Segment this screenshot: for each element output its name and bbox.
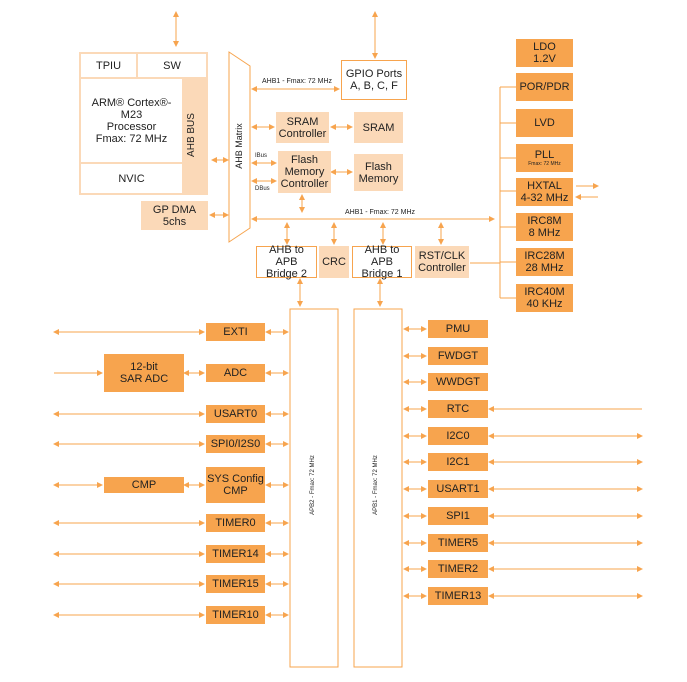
timer0-block: TIMER0 <box>206 514 265 532</box>
pll-title: PLL <box>534 149 555 161</box>
fwdgt-block: FWDGT <box>428 347 488 365</box>
dbus-label: DBus <box>255 186 270 192</box>
crc-block: CRC <box>319 246 349 278</box>
ahb-apb-bridge1-block: AHB to APB Bridge 1 <box>352 244 412 280</box>
apb2-bus-bar <box>289 308 339 668</box>
tpiu-block: TPIU <box>81 54 136 77</box>
ahb-matrix-label: AHB Matrix <box>234 123 244 169</box>
cmp-block: CMP <box>104 477 184 493</box>
flash-memory-block: Flash Memory <box>354 154 403 191</box>
timer10-block: TIMER10 <box>206 606 265 624</box>
sram-block: SRAM <box>354 112 403 143</box>
usart0-block: USART0 <box>206 405 265 423</box>
pll-block: PLL Fmax: 72 MHz <box>516 144 573 172</box>
irc40m-block: IRC40M 40 KHz <box>516 284 573 312</box>
flash-controller-block: Flash Memory Controller <box>278 151 331 193</box>
apb2-label: APB2 - Fmax: 72 MHz <box>310 455 316 515</box>
timer15-block: TIMER15 <box>206 575 265 593</box>
wwdgt-block: WWDGT <box>428 373 488 391</box>
nvic-block: NVIC <box>81 164 182 193</box>
irc28m-block: IRC28M 28 MHz <box>516 248 573 276</box>
gp-dma-block: GP DMA 5chs <box>141 201 208 230</box>
lvd-block: LVD <box>516 109 573 137</box>
pmu-block: PMU <box>428 320 488 338</box>
usart1-block: USART1 <box>428 480 488 498</box>
sys-config-cmp-block: SYS Config CMP <box>206 467 265 503</box>
spi1-block: SPI1 <box>428 507 488 525</box>
sram-controller-block: SRAM Controller <box>276 112 329 143</box>
timer13-block: TIMER13 <box>428 587 488 605</box>
ibus-label: IBus <box>255 153 268 159</box>
ahb-bus-label: AHB BUS <box>186 113 197 157</box>
timer2-block: TIMER2 <box>428 560 488 578</box>
adc-block: ADC <box>206 364 265 382</box>
pll-fmax: Fmax: 72 MHz <box>528 161 561 167</box>
rst-clk-controller-block: RST/CLK Controller <box>415 246 469 278</box>
exti-block: EXTI <box>206 323 265 341</box>
sw-block: SW <box>138 54 206 77</box>
sar-adc-block: 12-bit SAR ADC <box>104 354 184 392</box>
gpio-ports-block: GPIO Ports A, B, C, F <box>341 60 407 100</box>
ahb-matrix-shape <box>228 51 251 243</box>
processor-block: ARM® Cortex®-M23 Processor Fmax: 72 MHz <box>81 79 182 162</box>
timer14-block: TIMER14 <box>206 545 265 563</box>
ahb-apb-bridge2-block: AHB to APB Bridge 2 <box>256 244 317 280</box>
apb1-label: APB1 - Fmax: 72 MHz <box>373 455 379 515</box>
i2c1-block: I2C1 <box>428 453 488 471</box>
ldo-block: LDO 1.2V <box>516 39 573 67</box>
rtc-block: RTC <box>428 400 488 418</box>
apb1-bus-bar <box>353 308 403 668</box>
ahb1-mid-label: AHB1 - Fmax: 72 MHz <box>345 209 416 216</box>
timer5-block: TIMER5 <box>428 534 488 552</box>
irc8m-block: IRC8M 8 MHz <box>516 213 573 241</box>
por-pdr-block: POR/PDR <box>516 73 573 101</box>
ahb1-top-label: AHB1 - Fmax: 72 MHz <box>262 78 333 85</box>
hxtal-block: HXTAL 4-32 MHz <box>516 178 573 206</box>
i2c0-block: I2C0 <box>428 427 488 445</box>
spi0-i2s0-block: SPI0/I2S0 <box>206 435 265 453</box>
